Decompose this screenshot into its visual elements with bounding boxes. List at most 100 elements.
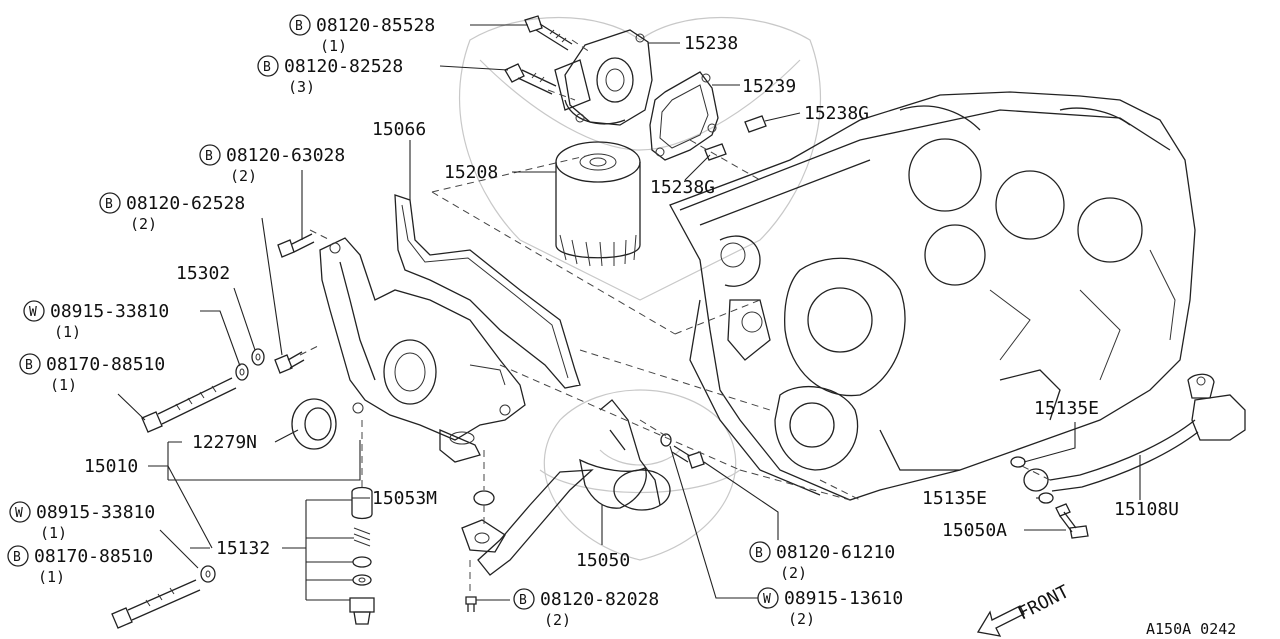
bolt-prefix-circle xyxy=(749,541,771,563)
callout-08120-61210[interactable]: B 08120-61210 (2) xyxy=(749,541,895,582)
callout-part-number: 15208 xyxy=(444,162,498,183)
callout-08120-82028[interactable]: B 08120-82028 (2) xyxy=(513,588,659,629)
callout-part-number: 08120-85528 xyxy=(316,15,435,36)
callout-prefix: B xyxy=(295,19,303,34)
callout-part-number: 15050A xyxy=(942,520,1007,541)
callout-15302[interactable]: 15302 xyxy=(176,263,230,284)
watermark-emblem xyxy=(458,16,822,561)
callout-part-number: 15010 xyxy=(84,456,138,477)
callout-08120-62528[interactable]: B 08120-62528 (2) xyxy=(99,192,245,233)
bolt-prefix-circle xyxy=(19,353,41,375)
bolt-08170-88510-lower-illustration xyxy=(111,579,201,629)
washer-prefix-circle xyxy=(757,587,779,609)
callout-15010[interactable]: 15010 xyxy=(84,456,138,477)
oil-pump-15010-illustration xyxy=(319,237,526,463)
bolt-15050a-illustration xyxy=(1055,503,1089,539)
callout-prefix: W xyxy=(763,592,771,607)
callout-part-number: 15132 xyxy=(216,538,270,559)
callout-quantity: (1) xyxy=(38,568,65,586)
callout-prefix: B xyxy=(519,593,527,608)
alignment-dashed-lines xyxy=(299,39,1051,596)
bolt-08120-61210-illustration xyxy=(671,445,705,469)
callout-08120-82528[interactable]: B 08120-82528 (3) xyxy=(257,55,403,96)
callout-15238[interactable]: 15238 xyxy=(684,33,738,54)
front-cover-gasket-15066-illustration xyxy=(394,194,581,389)
reference-code: A150A 0242 xyxy=(1146,620,1236,638)
callout-part-number: 08120-63028 xyxy=(226,145,345,166)
callout-08170-88510-lower[interactable]: B 08170-88510 (1) xyxy=(7,545,153,586)
callout-quantity: (2) xyxy=(780,564,807,582)
callout-prefix: B xyxy=(25,358,33,373)
callout-08915-33810-upper[interactable]: W 08915-33810 (1) xyxy=(23,300,169,341)
callout-08120-85528[interactable]: B 08120-85528 (1) xyxy=(289,14,435,55)
oil-filter-15208-illustration xyxy=(555,141,641,267)
callout-quantity: (3) xyxy=(288,78,315,96)
filter-bracket-15238-illustration xyxy=(554,29,653,126)
bolt-prefix-circle xyxy=(199,144,221,166)
callout-15108u[interactable]: 15108U xyxy=(1114,499,1179,520)
callout-15238g-lower[interactable]: 15238G xyxy=(650,177,715,198)
callout-15132[interactable]: 15132 xyxy=(216,538,270,559)
callout-part-number: 15108U xyxy=(1114,499,1179,520)
bolt-prefix-circle xyxy=(257,55,279,77)
washer-08915-33810-upper-illustration xyxy=(235,363,249,381)
callout-prefix: B xyxy=(13,550,21,565)
oil-seal-12279n-illustration xyxy=(291,398,337,450)
bolt-prefix-circle xyxy=(7,545,29,567)
washer-08915-33810-lower-illustration xyxy=(200,565,216,583)
callout-08915-33810-lower[interactable]: W 08915-33810 (1) xyxy=(9,501,155,542)
leader-lines xyxy=(117,24,1141,601)
callout-08170-88510-upper[interactable]: B 08170-88510 (1) xyxy=(19,353,165,394)
callout-08915-13610[interactable]: W 08915-13610 (2) xyxy=(757,587,903,628)
callout-part-number: 15302 xyxy=(176,263,230,284)
washer-15302-illustration xyxy=(251,348,265,366)
bolt-08120-62528-illustration xyxy=(274,351,305,374)
bolt-08120-85528-illustration xyxy=(524,15,573,51)
bolt-08170-88510-upper-illustration xyxy=(141,377,237,433)
callout-15053m[interactable]: 15053M xyxy=(372,488,437,509)
front-direction-arrow xyxy=(976,605,1025,637)
callout-part-number: 15239 xyxy=(742,76,796,97)
callout-15238g-upper[interactable]: 15238G xyxy=(804,103,869,124)
callout-part-number: 08170-88510 xyxy=(34,546,153,567)
bolt-prefix-circle xyxy=(513,588,535,610)
callout-part-number: 12279N xyxy=(192,432,257,453)
callout-part-number: 15135E xyxy=(1034,398,1099,419)
relief-valve-15132-illustration xyxy=(349,486,375,625)
callout-15050[interactable]: 15050 xyxy=(576,550,630,571)
callout-15239[interactable]: 15239 xyxy=(742,76,796,97)
callout-part-number: 15135E xyxy=(922,488,987,509)
callout-15066[interactable]: 15066 xyxy=(372,119,426,140)
callout-quantity: (1) xyxy=(40,524,67,542)
callout-part-number: 08120-82028 xyxy=(540,589,659,610)
engine-block-illustration xyxy=(669,91,1196,501)
callout-part-number: 15050 xyxy=(576,550,630,571)
washer-prefix-circle xyxy=(23,300,45,322)
callout-part-number: 08120-61210 xyxy=(776,542,895,563)
washer-15135e-illustration xyxy=(1010,456,1054,504)
callout-part-number: 08170-88510 xyxy=(46,354,165,375)
callout-quantity: (1) xyxy=(320,37,347,55)
callout-prefix: W xyxy=(15,506,23,521)
callout-15135e-lower[interactable]: 15135E xyxy=(922,488,987,509)
callout-15050a[interactable]: 15050A xyxy=(942,520,1007,541)
callout-12279n[interactable]: 12279N xyxy=(192,432,257,453)
oil-pressure-switch-15108u-illustration xyxy=(1023,373,1246,492)
callout-15135e-upper[interactable]: 15135E xyxy=(1034,398,1099,419)
gasket-15239-illustration xyxy=(649,71,719,161)
callout-part-number: 08120-82528 xyxy=(284,56,403,77)
callout-part-number: 15053M xyxy=(372,488,437,509)
callout-quantity: (2) xyxy=(544,611,571,629)
callout-08120-63028[interactable]: B 08120-63028 (2) xyxy=(199,144,345,185)
bolt-08120-82528-illustration xyxy=(504,63,557,95)
callout-prefix: B xyxy=(105,197,113,212)
callout-part-number: 08915-33810 xyxy=(36,502,155,523)
callout-quantity: (1) xyxy=(54,323,81,341)
callout-quantity: (1) xyxy=(50,376,77,394)
callout-part-number: 15238G xyxy=(650,177,715,198)
callout-quantity: (2) xyxy=(788,610,815,628)
callout-15208[interactable]: 15208 xyxy=(444,162,498,183)
callout-part-number: 15238G xyxy=(804,103,869,124)
callout-part-number: 08120-62528 xyxy=(126,193,245,214)
